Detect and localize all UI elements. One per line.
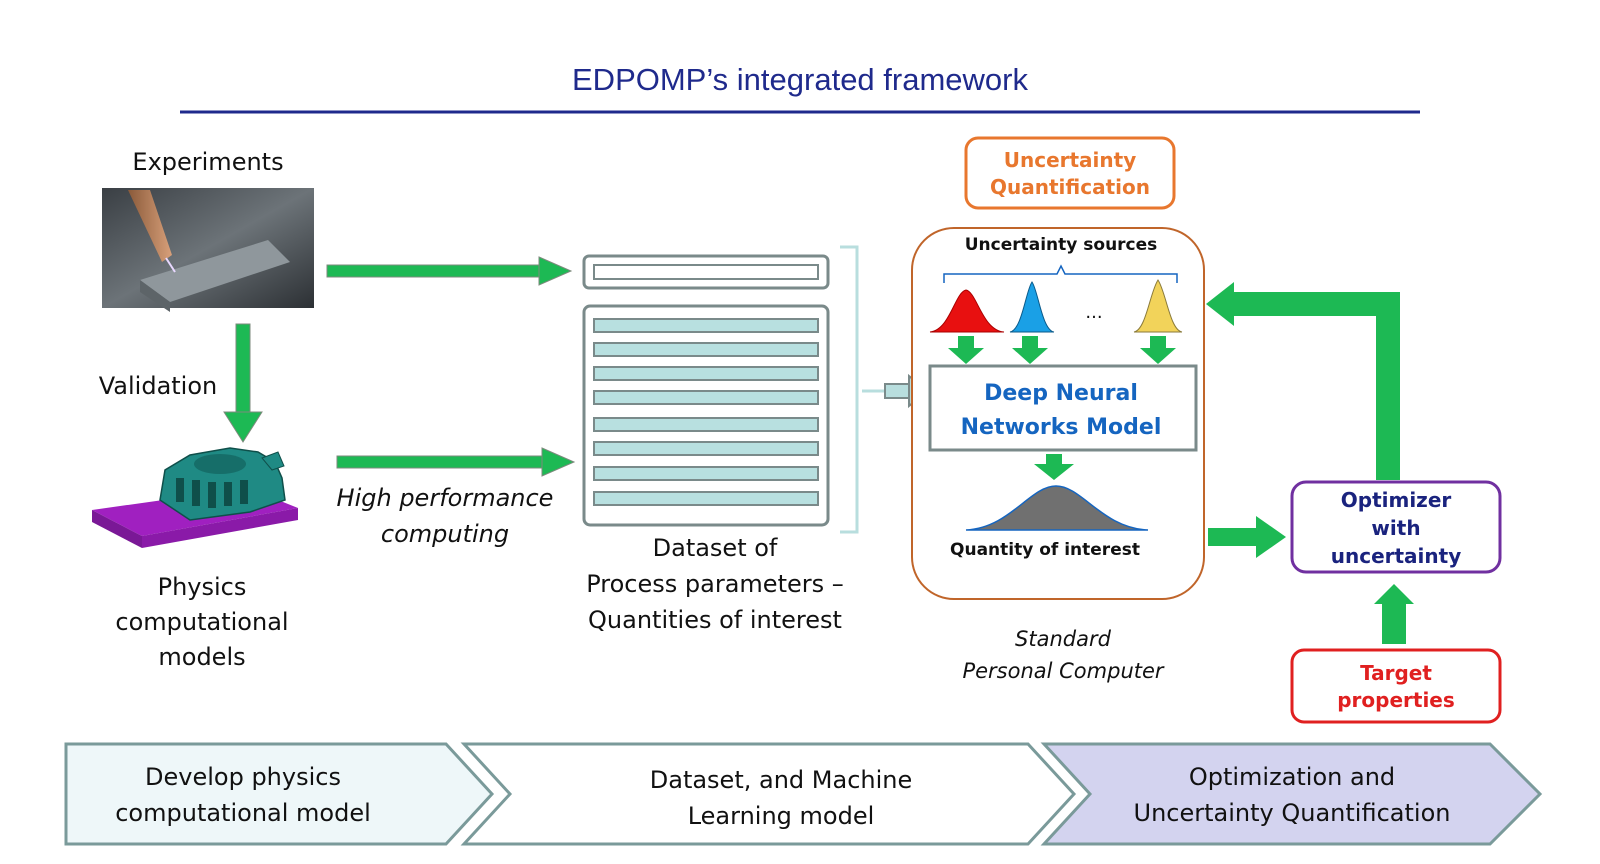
target-box (1290, 648, 1502, 724)
diagram-title: EDPOMP’s integrated framework (572, 62, 1028, 97)
validation-arrow (223, 323, 263, 443)
sources-brace (943, 264, 1178, 283)
dataset-bracket (840, 245, 859, 534)
source-arrow-3 (1140, 336, 1176, 364)
qoi-label: Quantity of interest (950, 540, 1140, 560)
dnn-to-qoi-arrow (1034, 454, 1074, 480)
physics-label-line2: computational (115, 608, 288, 636)
computer-caption-line2: Personal Computer (962, 659, 1164, 683)
dataset-label-line3: Quantities of interest (588, 606, 842, 634)
dataset-row (593, 441, 819, 456)
uncertainty-sources-label: Uncertainty sources (965, 235, 1158, 255)
dataset-row (593, 366, 819, 381)
source-arrow-2 (1012, 336, 1048, 364)
dataset-row (593, 491, 819, 506)
dataset-row (593, 466, 819, 481)
step-1-line2: computational model (115, 799, 371, 827)
dataset-row (593, 390, 819, 405)
step-3-line1: Optimization and (1189, 763, 1395, 791)
optimizer-line1: Optimizer (1341, 488, 1452, 512)
dnn-model-line1: Deep Neural (984, 381, 1138, 406)
uq-box-line2: Quantification (990, 175, 1150, 199)
step-3-chevron (1040, 742, 1543, 846)
computer-caption-line1: Standard (1015, 627, 1112, 651)
distribution-ellipsis: ... (1085, 302, 1102, 323)
uq-box-line1: Uncertainty (1004, 148, 1137, 172)
target-line1: Target (1360, 661, 1432, 685)
dataset-table (582, 254, 830, 527)
feedback-arrow (1206, 282, 1400, 480)
qoi-distribution (965, 485, 1149, 531)
dataset-row (593, 342, 819, 357)
target-line2: properties (1337, 688, 1455, 712)
distribution-red (929, 289, 1005, 333)
step-2-chevron (460, 742, 1077, 846)
experiments-label: Experiments (132, 148, 283, 176)
step-2-line2: Learning model (688, 802, 875, 830)
hpc-label-line1: High performance (337, 484, 554, 512)
dataset-row (593, 318, 819, 333)
dataset-row (593, 417, 819, 432)
distribution-yellow (1133, 279, 1183, 333)
optimizer-box (1290, 480, 1502, 574)
physics-label-line3: models (158, 643, 245, 671)
uq-box (964, 136, 1176, 210)
dnn-model-box (928, 364, 1198, 452)
computer-to-optimizer-arrow (1208, 516, 1286, 558)
dataset-label-line1: Dataset of (653, 534, 778, 562)
experiment-photo (102, 188, 314, 312)
step-3-line2: Uncertainty Quantification (1134, 799, 1451, 827)
hpc-label-line2: computing (381, 520, 509, 548)
hpc-arrow (336, 447, 576, 477)
dataset-label-line2: Process parameters – (586, 570, 844, 598)
distribution-blue (1009, 281, 1055, 333)
experiments-to-dataset-arrow (326, 256, 573, 286)
target-to-optimizer-arrow (1374, 584, 1414, 644)
step-1-chevron (64, 742, 495, 846)
physics-label-line1: Physics (158, 573, 247, 601)
source-arrow-1 (948, 336, 984, 364)
optimizer-line2: with (1371, 516, 1420, 540)
optimizer-line3: uncertainty (1331, 544, 1462, 568)
step-1-line1: Develop physics (145, 763, 341, 791)
physics-model-image (92, 447, 298, 548)
step-2-line1: Dataset, and Machine (650, 766, 913, 794)
dnn-model-line2: Networks Model (961, 415, 1162, 440)
validation-label: Validation (99, 372, 218, 400)
